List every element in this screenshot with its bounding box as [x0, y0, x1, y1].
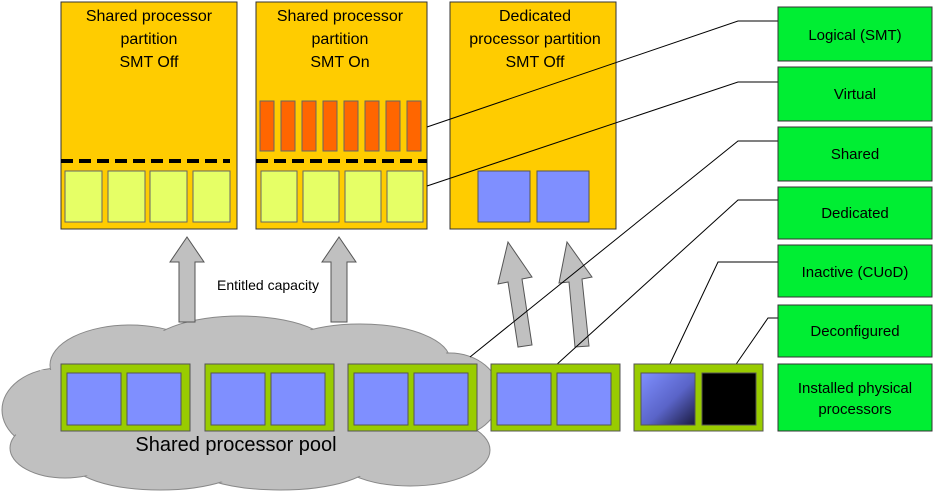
- physical-processor: [353, 372, 409, 426]
- logical-processor: [259, 100, 275, 152]
- legend-label: processors: [818, 401, 891, 418]
- partition-title-line: processor partition: [469, 31, 601, 48]
- virtual-processor: [260, 170, 298, 223]
- partition-title-line: Shared processor: [277, 8, 404, 25]
- physical-processor: [413, 372, 469, 426]
- shared-processor-pool-label: Shared processor pool: [135, 434, 336, 456]
- partition-shared-smt-off: Shared processor partition SMT Off: [60, 1, 238, 230]
- partition-title-line: SMT On: [310, 54, 369, 71]
- virtual-processor: [386, 170, 424, 223]
- legend-label: Inactive (CUoD): [802, 264, 909, 281]
- connector-inactive: [665, 261, 778, 373]
- dedicated-assignment-arrow: [558, 240, 593, 348]
- physical-processor: [66, 372, 122, 426]
- partition-title-line: SMT Off: [506, 54, 566, 71]
- legend-virtual: Virtual: [777, 66, 933, 122]
- processor-chip: [633, 363, 764, 432]
- legend-installed-physical: Installed physical processors: [777, 363, 933, 432]
- dedicated-processor: [477, 170, 531, 223]
- partition-dedicated-smt-off: Dedicated processor partition SMT Off: [449, 1, 617, 230]
- logical-processor: [364, 100, 380, 152]
- partition-title-line: Dedicated: [499, 8, 571, 25]
- connector-virtual: [426, 81, 778, 187]
- physical-processor: [270, 372, 326, 426]
- logical-processor: [406, 100, 422, 152]
- physical-processor: [126, 372, 182, 426]
- entitled-capacity-label: Entitled capacity: [217, 277, 319, 293]
- virtual-processor: [107, 170, 146, 223]
- legend-label: Dedicated: [821, 205, 889, 222]
- deconfigured-processor: [701, 372, 757, 426]
- processor-chip: [490, 363, 621, 432]
- virtual-processor: [302, 170, 340, 223]
- connector-shared: [469, 140, 778, 358]
- virtual-processor: [344, 170, 382, 223]
- legend-label: Shared: [831, 146, 879, 163]
- partition-title-line: Shared processor: [86, 8, 213, 25]
- legend-label: Virtual: [834, 86, 876, 103]
- entitled-capacity-arrow: [169, 236, 205, 323]
- virtual-processor: [149, 170, 188, 223]
- processor-chip: [347, 363, 478, 432]
- legend-label: Deconfigured: [810, 323, 899, 340]
- legend-dedicated: Dedicated: [777, 186, 933, 240]
- physical-processor: [496, 372, 552, 426]
- partition-title-line: SMT Off: [120, 54, 180, 71]
- logical-processor: [280, 100, 296, 152]
- logical-processor: [322, 100, 338, 152]
- legend-shared: Shared: [777, 126, 933, 182]
- physical-processors: [60, 363, 764, 432]
- connector-deconfigured: [729, 317, 778, 374]
- inactive-processor: [640, 372, 696, 426]
- partition-shared-smt-on: Shared processor partition SMT On: [255, 1, 428, 230]
- logical-processor: [301, 100, 317, 152]
- physical-processor: [556, 372, 612, 426]
- processor-chip: [60, 363, 191, 432]
- processor-chip: [204, 363, 335, 432]
- virtual-processor: [64, 170, 103, 223]
- virtual-processor: [192, 170, 231, 223]
- legend-inactive-cuod: Inactive (CUoD): [777, 244, 933, 298]
- physical-processor: [210, 372, 266, 426]
- connector-logical: [426, 20, 778, 128]
- dedicated-assignment-arrow: [497, 240, 533, 348]
- logical-processor: [385, 100, 401, 152]
- legend-logical-smt: Logical (SMT): [777, 6, 933, 62]
- connector-dedicated: [554, 199, 778, 367]
- partition-title-line: partition: [312, 31, 369, 48]
- legend-label: Logical (SMT): [808, 27, 901, 44]
- dedicated-processor: [536, 170, 590, 223]
- partition-title-line: partition: [121, 31, 178, 48]
- legend-label: Installed physical: [798, 380, 912, 397]
- logical-processor: [343, 100, 359, 152]
- legend-deconfigured: Deconfigured: [777, 304, 933, 358]
- entitled-capacity-arrow: [321, 236, 357, 323]
- legend: Logical (SMT) Virtual Shared Dedicated I…: [777, 6, 933, 432]
